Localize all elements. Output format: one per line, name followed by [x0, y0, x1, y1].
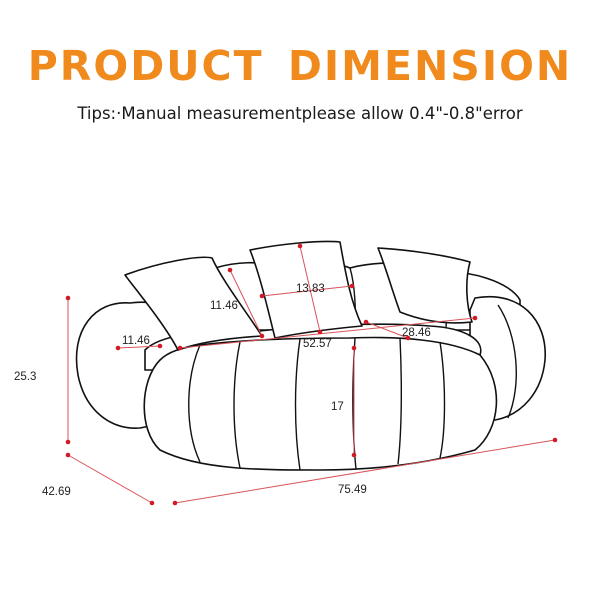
measurement-tips: Tips:·Manual measurementplease allow 0.4…	[77, 104, 523, 123]
dimension-seat-depth	[363, 319, 411, 341]
dimension-depth	[65, 452, 155, 506]
dimension-overall-height	[65, 295, 71, 445]
label-overall-height: 25.3	[14, 371, 36, 383]
label-pillow-height: 11.46	[210, 300, 238, 312]
dimension-pillow-height	[227, 267, 265, 339]
sofa-front	[143, 336, 498, 471]
dimension-arm-width	[115, 343, 163, 351]
dimension-seat-height	[351, 345, 357, 458]
label-pillow-width: 13.83	[296, 283, 325, 295]
label-seat-depth: 28.46	[402, 327, 431, 339]
dimension-length	[172, 437, 558, 506]
label-seat-length: 52.57	[303, 338, 332, 350]
label-arm-width: 11.46	[122, 335, 150, 347]
pillow-right	[377, 247, 473, 324]
dimension-pillow-width	[259, 283, 355, 299]
label-depth: 42.69	[42, 486, 71, 498]
label-length: 75.49	[338, 484, 367, 496]
dimension-pillow-center-height	[297, 243, 323, 335]
page-title: PRODUCT DIMENSION	[27, 42, 573, 90]
dimension-seat-length	[177, 315, 478, 351]
pillow-center	[249, 240, 363, 339]
label-seat-height: 17	[331, 401, 344, 413]
